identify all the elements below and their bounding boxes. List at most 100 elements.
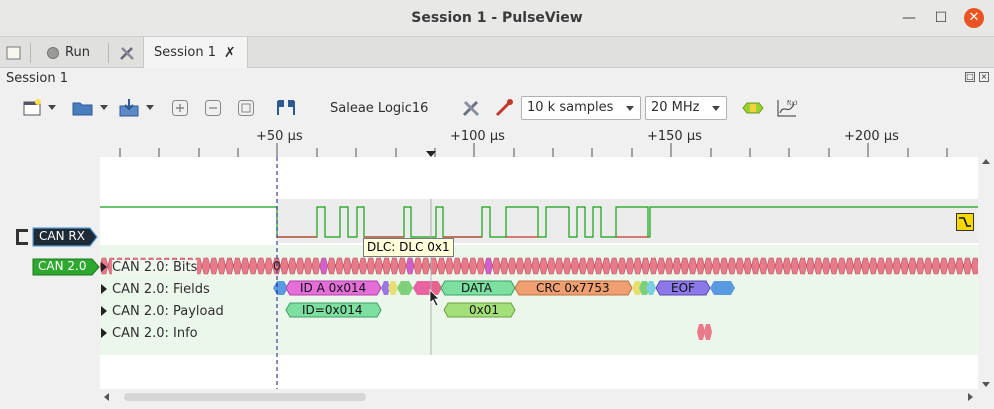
bit-annotation[interactable] [719, 257, 729, 275]
bit-annotation[interactable] [343, 257, 352, 275]
new-session-icon[interactable] [6, 37, 22, 68]
expand-arrow-icon[interactable] [100, 328, 108, 338]
horizontal-scrollbar[interactable] [100, 389, 978, 405]
row-payload[interactable]: CAN 2.0: Payload [100, 301, 224, 321]
close-tab-icon[interactable]: ✗ [224, 44, 236, 61]
bit-annotation[interactable] [335, 257, 344, 275]
bit-annotation[interactable] [295, 257, 305, 275]
open-dropdown-icon[interactable] [98, 97, 110, 119]
bit-annotation[interactable] [963, 257, 972, 275]
bit-annotation[interactable] [657, 257, 666, 275]
bit-annotation[interactable] [774, 257, 784, 275]
edge-trigger-icon[interactable] [956, 213, 974, 231]
bit-annotation[interactable] [554, 257, 564, 275]
bit-annotation[interactable] [327, 257, 336, 275]
bit-annotation[interactable] [868, 257, 878, 275]
close-dock-icon[interactable]: × [979, 72, 989, 82]
expand-arrow-icon[interactable] [100, 306, 108, 316]
float-icon[interactable]: □ [965, 72, 975, 82]
cursor-icon[interactable] [274, 97, 298, 119]
bit-annotation[interactable] [609, 257, 619, 275]
field-crc[interactable]: CRC 0x7753 [536, 281, 610, 295]
bit-annotation[interactable] [303, 257, 313, 275]
bit-annotation[interactable] [507, 257, 517, 275]
save-dropdown-icon[interactable] [144, 97, 156, 119]
field-id[interactable]: ID A 0x014 [300, 281, 367, 295]
bit-annotation[interactable] [515, 257, 525, 275]
open-file-icon[interactable] [70, 97, 96, 119]
bit-annotation[interactable] [405, 257, 415, 275]
new-view-icon[interactable] [20, 97, 44, 119]
bit-annotation[interactable] [311, 257, 321, 275]
bit-annotation[interactable] [397, 257, 407, 275]
bit-annotation[interactable] [413, 257, 423, 275]
bit-annotation[interactable] [476, 257, 485, 275]
new-view-dropdown-icon[interactable] [46, 97, 58, 119]
bit-annotation[interactable] [468, 257, 478, 275]
bit-annotation[interactable] [484, 257, 493, 275]
bit-annotation[interactable] [680, 257, 690, 275]
bit-annotation[interactable] [688, 257, 697, 275]
bit-annotation[interactable] [445, 257, 454, 275]
minimize-icon[interactable]: — [902, 10, 916, 26]
bit-annotation[interactable] [523, 257, 533, 275]
bit-annotation[interactable] [641, 257, 650, 275]
bit-annotation[interactable] [947, 257, 956, 275]
maximize-icon[interactable]: ☐ [934, 10, 948, 26]
bit-annotation[interactable] [931, 257, 941, 275]
add-math-signal-icon[interactable]: f(x) [774, 97, 800, 119]
zoom-out-icon[interactable] [203, 97, 223, 119]
device-config-icon[interactable] [460, 97, 482, 119]
bit-annotation[interactable] [782, 257, 792, 275]
bit-annotation[interactable] [248, 257, 258, 275]
bit-annotation[interactable] [358, 257, 368, 275]
bit-annotation[interactable] [727, 257, 737, 275]
add-decoder-icon[interactable] [740, 97, 766, 119]
row-fields[interactable]: CAN 2.0: Fields [100, 279, 210, 299]
run-button[interactable]: Run [46, 37, 90, 68]
bit-annotation[interactable] [280, 257, 289, 275]
bit-annotation[interactable] [288, 257, 297, 275]
bit-annotation[interactable] [578, 257, 588, 275]
bit-annotation[interactable] [853, 257, 862, 275]
samplerate-select[interactable]: 20 MHz [645, 96, 727, 120]
bit-annotation[interactable] [264, 257, 274, 275]
bit-annotation[interactable] [759, 257, 768, 275]
bit-annotation[interactable] [892, 257, 902, 275]
close-icon[interactable]: ✕ [964, 8, 984, 28]
bit-annotation[interactable] [390, 257, 399, 275]
time-ruler[interactable]: +50 µs +100 µs +150 µs +200 µs [0, 126, 994, 157]
bit-annotation[interactable] [837, 257, 847, 275]
bit-annotation[interactable] [696, 257, 705, 275]
bit-annotation[interactable] [916, 257, 925, 275]
bit-annotation[interactable] [617, 257, 627, 275]
bit-annotation[interactable] [492, 257, 501, 275]
bit-annotation[interactable] [586, 257, 595, 275]
field-data[interactable]: DATA [461, 281, 492, 295]
bit-annotation[interactable] [319, 257, 328, 275]
bit-annotation[interactable] [900, 257, 909, 275]
zoom-fit-icon[interactable] [236, 97, 256, 119]
bit-annotation[interactable] [735, 257, 745, 275]
bit-annotation[interactable] [649, 257, 658, 275]
bit-annotation[interactable] [602, 257, 611, 275]
bit-annotation[interactable] [798, 257, 807, 275]
bit-annotation[interactable] [633, 257, 642, 275]
bit-annotation[interactable] [672, 257, 682, 275]
save-icon[interactable] [116, 97, 142, 119]
bit-annotation[interactable] [884, 257, 894, 275]
row-bits[interactable]: CAN 2.0: Bits [100, 257, 198, 277]
bit-annotation[interactable] [256, 257, 266, 275]
settings-tools-icon[interactable] [118, 37, 136, 68]
bit-annotation[interactable] [829, 257, 839, 275]
bit-annotation[interactable] [350, 257, 360, 275]
bit-annotation[interactable] [845, 257, 854, 275]
bit-annotation[interactable] [876, 257, 886, 275]
channel-handle-icon[interactable] [16, 229, 28, 245]
expand-arrow-icon[interactable] [100, 262, 108, 272]
bit-annotation[interactable] [821, 257, 831, 275]
bit-annotation[interactable] [421, 257, 431, 275]
bit-annotation[interactable] [460, 257, 470, 275]
bit-annotation[interactable] [240, 257, 250, 275]
vertical-scrollbar[interactable] [978, 157, 994, 389]
